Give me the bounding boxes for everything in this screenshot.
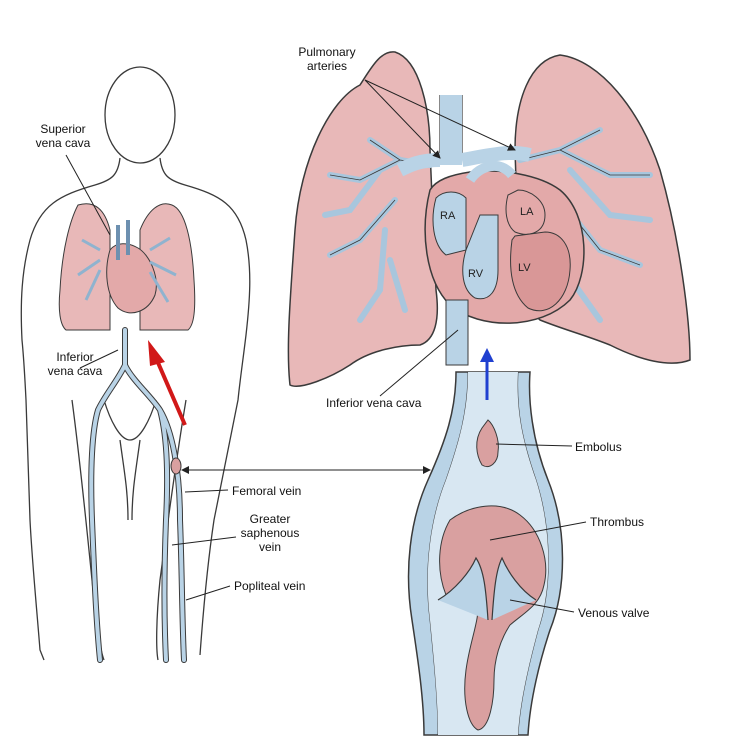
- head-outline: [104, 66, 176, 164]
- ra-chamber: [432, 191, 467, 256]
- label-ra: RA: [440, 210, 456, 222]
- lv-chamber: [510, 231, 571, 312]
- big-heart: [396, 95, 585, 366]
- big-right-lung: [287, 51, 439, 387]
- label-venous-valve: Venous valve: [578, 606, 650, 620]
- body-lungs: [58, 203, 196, 331]
- body-thrombus-spot: [170, 457, 182, 475]
- blue-flow-arrow: [480, 348, 494, 400]
- red-flow-arrow: [148, 340, 187, 426]
- venous-valve-cusps: [437, 556, 537, 621]
- label-popliteal-vein: Popliteal vein: [234, 579, 306, 593]
- label-la: LA: [520, 206, 534, 218]
- label-pulmonary-arteries: Pulmonary arteries: [298, 45, 356, 73]
- label-superior-vena-cava: Superior vena cava: [35, 122, 91, 150]
- label-thrombus: Thrombus: [590, 515, 645, 529]
- label-embolus: Embolus: [575, 440, 622, 454]
- big-lungs: [287, 51, 691, 387]
- body-outline: [20, 157, 251, 661]
- embolus-clot: [476, 419, 499, 467]
- label-greater-saphenous-vein: Greater saphenous vein: [240, 512, 300, 554]
- label-lv: LV: [518, 262, 531, 274]
- label-inferior-vena-cava-right: Inferior vena cava: [326, 396, 422, 410]
- body-veins: [88, 327, 187, 663]
- label-femoral-vein: Femoral vein: [232, 484, 302, 498]
- vein-cross-section: [407, 371, 564, 736]
- leader-lines: [65, 79, 587, 613]
- body-left-lung: [58, 203, 111, 331]
- label-inferior-vena-cava-left: Inferior vena cava: [47, 350, 103, 378]
- la-chamber: [505, 189, 546, 235]
- label-rv: RV: [468, 268, 484, 280]
- rv-chamber: [462, 214, 499, 300]
